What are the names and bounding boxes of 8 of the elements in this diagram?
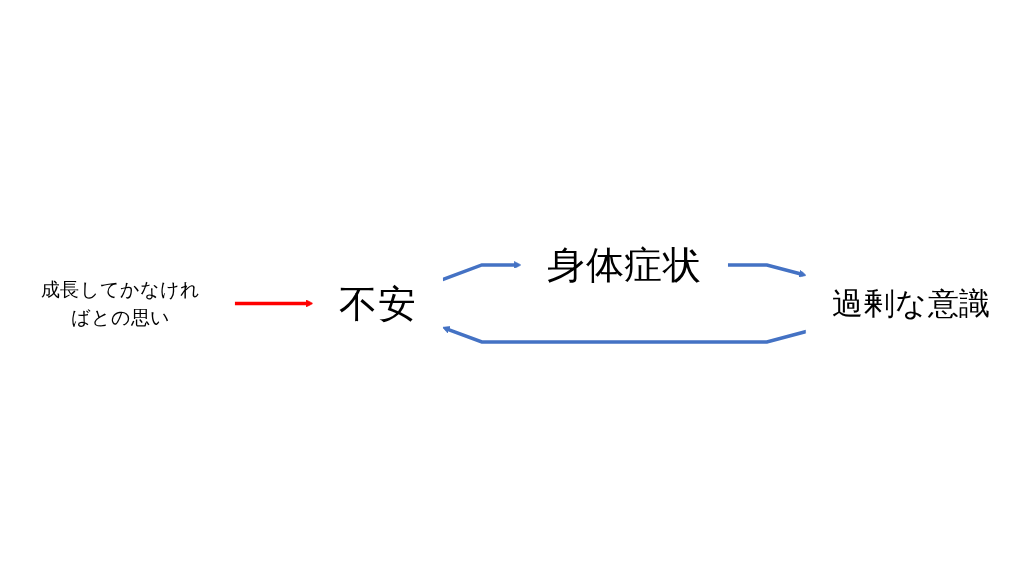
- arrow: [727, 263, 807, 278]
- node-text: 過剰な意識: [832, 285, 991, 322]
- node-text: 成長してかなければとの思い: [41, 278, 201, 330]
- arrow: [234, 299, 314, 308]
- arrow: [441, 261, 522, 282]
- arrow: [442, 326, 807, 344]
- node-text: 身体症状: [547, 242, 702, 288]
- node-text: 不安: [339, 281, 417, 326]
